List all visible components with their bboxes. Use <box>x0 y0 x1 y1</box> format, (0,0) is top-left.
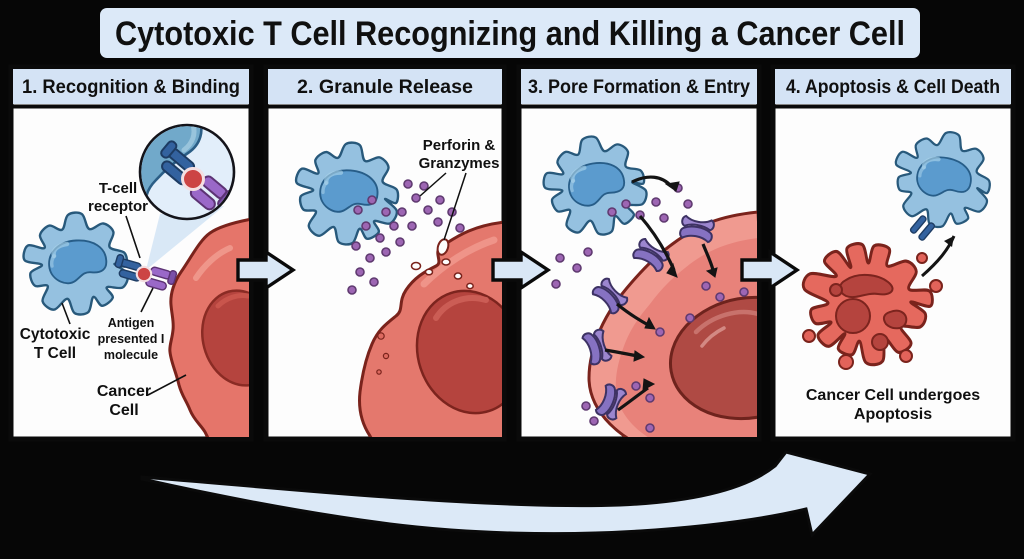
svg-text:1. Recognition & Binding: 1. Recognition & Binding <box>22 77 240 98</box>
svg-text:T Cell: T Cell <box>34 345 76 362</box>
svg-text:receptor: receptor <box>88 198 148 215</box>
svg-text:presented I: presented I <box>98 332 165 346</box>
svg-text:3. Pore Formation & Entry: 3. Pore Formation & Entry <box>528 77 750 98</box>
svg-text:4. Apoptosis & Cell Death: 4. Apoptosis & Cell Death <box>786 77 1000 98</box>
svg-text:Antigen: Antigen <box>108 316 155 330</box>
svg-text:Perforin &: Perforin & <box>423 137 496 154</box>
svg-text:Cytotoxic T Cell Recognizing a: Cytotoxic T Cell Recognizing and Killing… <box>115 15 905 53</box>
svg-text:Cancer: Cancer <box>97 383 151 400</box>
svg-text:Granzymes: Granzymes <box>419 155 500 172</box>
svg-text:Apoptosis: Apoptosis <box>854 406 932 423</box>
svg-text:Cell: Cell <box>109 402 138 419</box>
svg-text:molecule: molecule <box>104 348 158 362</box>
svg-text:2. Granule Release: 2. Granule Release <box>297 77 473 98</box>
svg-text:T-cell: T-cell <box>99 180 137 197</box>
svg-text:Cancer Cell undergoes: Cancer Cell undergoes <box>806 387 980 404</box>
svg-text:Cytotoxic: Cytotoxic <box>20 326 91 343</box>
